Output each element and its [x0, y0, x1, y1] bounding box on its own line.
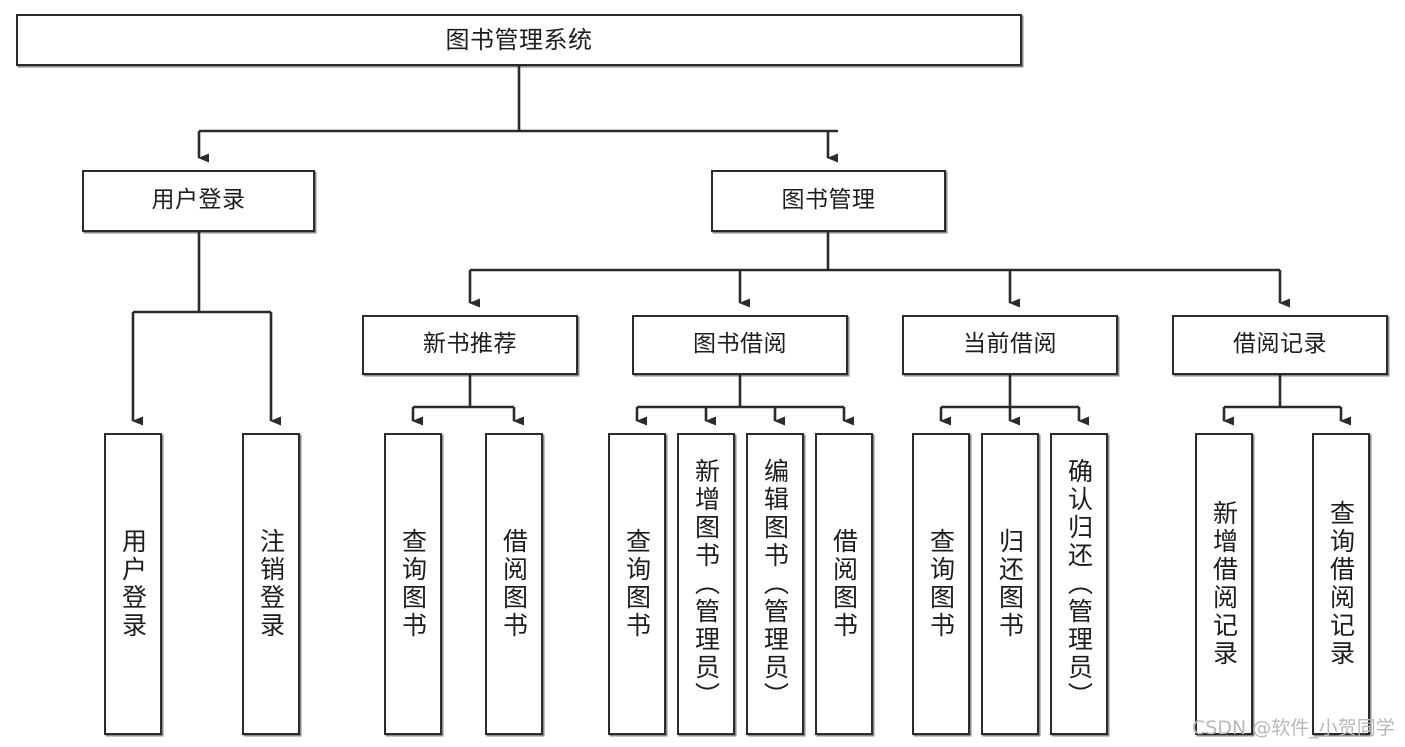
- node-leaf-query-book-2[interactable]: 查询图书: [608, 433, 666, 735]
- node-leaf-confirm-return[interactable]: 确认归还（管理员）: [1050, 433, 1108, 735]
- node-label: 图书借阅: [693, 331, 787, 358]
- node-leaf-logout-login[interactable]: 注销登录: [242, 433, 300, 735]
- node-label: 查询图书: [926, 528, 956, 640]
- node-label: 新增借阅记录: [1209, 500, 1239, 668]
- node-label: 当前借阅: [963, 331, 1057, 358]
- node-leaf-edit-book[interactable]: 编辑图书（管理员）: [746, 433, 804, 735]
- node-label: 注销登录: [256, 528, 286, 640]
- node-label: 图书管理: [781, 187, 876, 214]
- node-leaf-add-book[interactable]: 新增图书（管理员）: [677, 433, 735, 735]
- node-book-borrow[interactable]: 图书借阅: [632, 315, 848, 375]
- node-label: 新书推荐: [423, 331, 517, 358]
- node-label: 借阅记录: [1233, 331, 1327, 358]
- node-label: 借阅图书: [499, 528, 529, 640]
- node-leaf-borrow-book-1[interactable]: 借阅图书: [485, 433, 543, 735]
- node-label: 借阅图书: [829, 528, 859, 640]
- node-borrow-record[interactable]: 借阅记录: [1172, 315, 1388, 375]
- csdn-watermark: CSDN @软件_小贺同学: [1192, 717, 1395, 739]
- node-label: 用户登录: [151, 187, 246, 214]
- node-leaf-user-login[interactable]: 用户登录: [104, 433, 162, 735]
- node-label: 图书管理系统: [445, 25, 593, 54]
- node-leaf-borrow-book-2[interactable]: 借阅图书: [815, 433, 873, 735]
- node-label: 用户登录: [118, 528, 148, 640]
- node-root-system[interactable]: 图书管理系统: [16, 14, 1022, 66]
- node-label: 查询图书: [622, 528, 652, 640]
- node-label: 归还图书: [995, 528, 1025, 640]
- node-book-manage[interactable]: 图书管理: [711, 170, 946, 232]
- node-leaf-add-record[interactable]: 新增借阅记录: [1195, 433, 1253, 735]
- node-label: 查询图书: [398, 528, 428, 640]
- node-user-login[interactable]: 用户登录: [82, 170, 315, 232]
- node-leaf-return-book[interactable]: 归还图书: [981, 433, 1039, 735]
- node-label: 查询借阅记录: [1326, 500, 1356, 668]
- node-leaf-query-book-1[interactable]: 查询图书: [384, 433, 442, 735]
- node-label: 编辑图书（管理员）: [760, 458, 790, 710]
- node-label: 确认归还（管理员）: [1064, 458, 1094, 710]
- node-new-book-recommend[interactable]: 新书推荐: [362, 315, 578, 375]
- node-leaf-query-record[interactable]: 查询借阅记录: [1312, 433, 1370, 735]
- node-current-borrow[interactable]: 当前借阅: [902, 315, 1118, 375]
- node-label: 新增图书（管理员）: [691, 458, 721, 710]
- node-leaf-query-book-3[interactable]: 查询图书: [912, 433, 970, 735]
